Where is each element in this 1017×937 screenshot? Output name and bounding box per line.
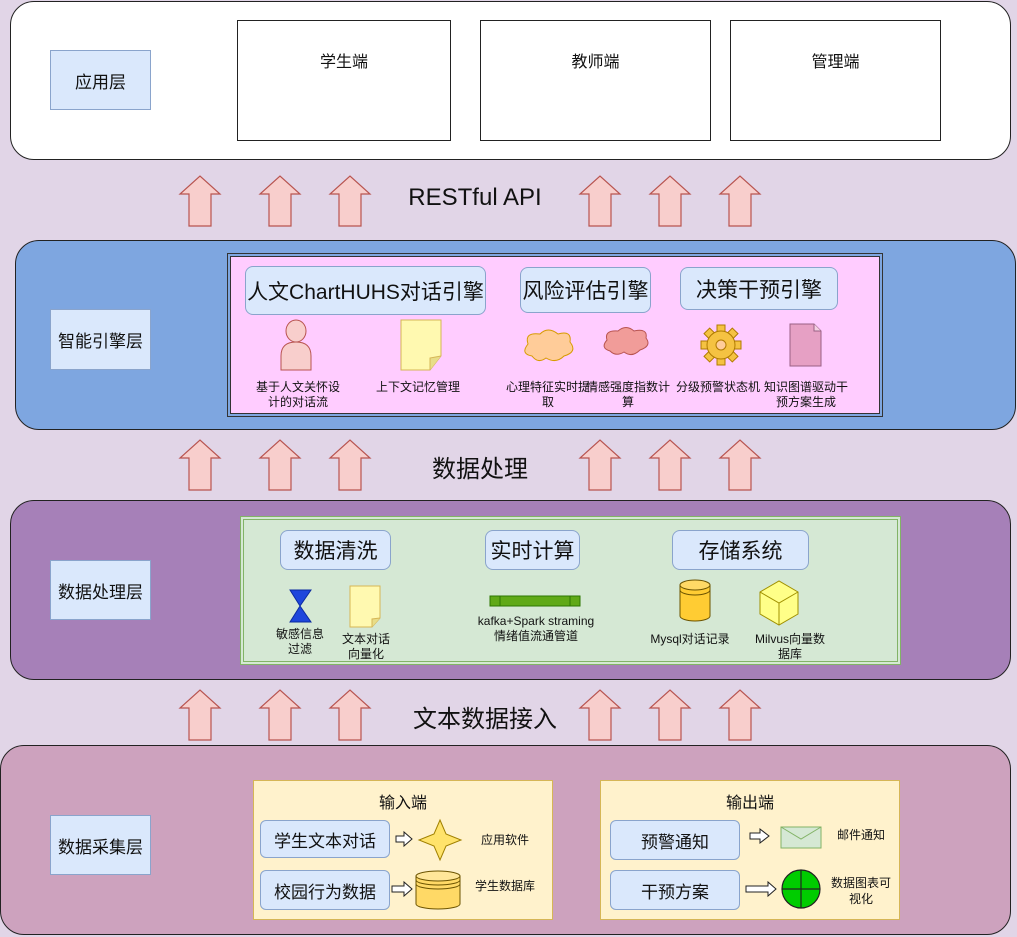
output-row-intervention: 干预方案: [610, 870, 740, 910]
small-arrow-icon: [391, 827, 777, 898]
storage-module: 存储系统: [672, 530, 809, 570]
data-processing-label: 数据处理: [432, 456, 528, 483]
feature-cloud-icon: [524, 329, 574, 362]
milvus-caption: Milvus向量数据库: [754, 632, 825, 661]
restful-api-label: RESTful API: [408, 184, 542, 211]
intervention-engine: 决策干预引擎: [680, 267, 838, 310]
context-memory-caption: 上下文记忆管理: [376, 380, 461, 394]
data-cleaning-module: 数据清洗: [280, 530, 391, 570]
mysql-caption: Mysql对话记录: [650, 632, 730, 646]
input-panel-title: 输入端: [378, 795, 427, 812]
realtime-compute-module: 实时计算: [485, 530, 580, 570]
feature-extraction-caption: 心理特征实时提取: [506, 380, 591, 409]
collection-layer-label: 数据采集层: [50, 815, 151, 875]
risk-engine: 风险评估引擎: [520, 267, 651, 313]
milvus-cube-icon: [759, 580, 799, 626]
output-panel-title: 输出端: [725, 795, 774, 812]
alert-state-machine-caption: 分级预警状态机: [676, 380, 761, 394]
app-software-caption: 应用软件: [480, 833, 529, 847]
chart-visual-caption: 数据图表可视化: [830, 876, 891, 906]
engine-layer-label: 智能引擎层: [50, 309, 151, 370]
stream-pipeline-caption: kafka+Spark straming情绪值流通管道: [477, 614, 595, 643]
input-row-campus-behavior: 校园行为数据: [260, 870, 390, 910]
gear-icon: [700, 324, 742, 366]
knowledge-doc-icon: [789, 323, 822, 367]
intensity-cloud-icon: [603, 327, 649, 356]
intervention-plan-caption: 知识图谱驱动干预方案生成: [764, 380, 849, 409]
memory-note-icon: [400, 319, 442, 371]
output-row-alert: 预警通知: [610, 820, 740, 860]
input-row-dialogue: 学生文本对话: [260, 820, 390, 858]
application-layer-label: 应用层: [50, 50, 151, 110]
dialogue-engine: 人文ChartHUHS对话引擎: [245, 266, 486, 315]
mysql-database-icon: [679, 579, 711, 622]
teacher-client: 教师端: [480, 20, 711, 141]
text-ingest-label: 文本数据接入: [413, 706, 557, 733]
stream-pipe-icon: [489, 595, 581, 607]
app-star-icon: [417, 818, 463, 862]
hourglass-filter-icon: [289, 589, 312, 623]
mail-notice-caption: 邮件通知: [836, 828, 885, 842]
dialogue-flow-caption: 基于人文关怀设计的对话流: [256, 380, 341, 409]
intensity-index-caption: 情感强度指数计算: [586, 380, 671, 409]
vectorize-caption: 文本对话向量化: [341, 632, 390, 661]
processing-layer-label: 数据处理层: [50, 560, 151, 620]
mail-envelope-icon: [780, 826, 822, 849]
chart-visual-icon: [781, 869, 821, 909]
vector-note-icon: [349, 585, 381, 628]
student-database-icon: [415, 870, 461, 910]
student-database-caption: 学生数据库: [474, 879, 535, 893]
admin-client: 管理端: [730, 20, 941, 141]
student-client: 学生端: [237, 20, 451, 141]
sensitive-filter-caption: 敏感信息过滤: [275, 627, 324, 656]
person-icon: [280, 319, 312, 371]
